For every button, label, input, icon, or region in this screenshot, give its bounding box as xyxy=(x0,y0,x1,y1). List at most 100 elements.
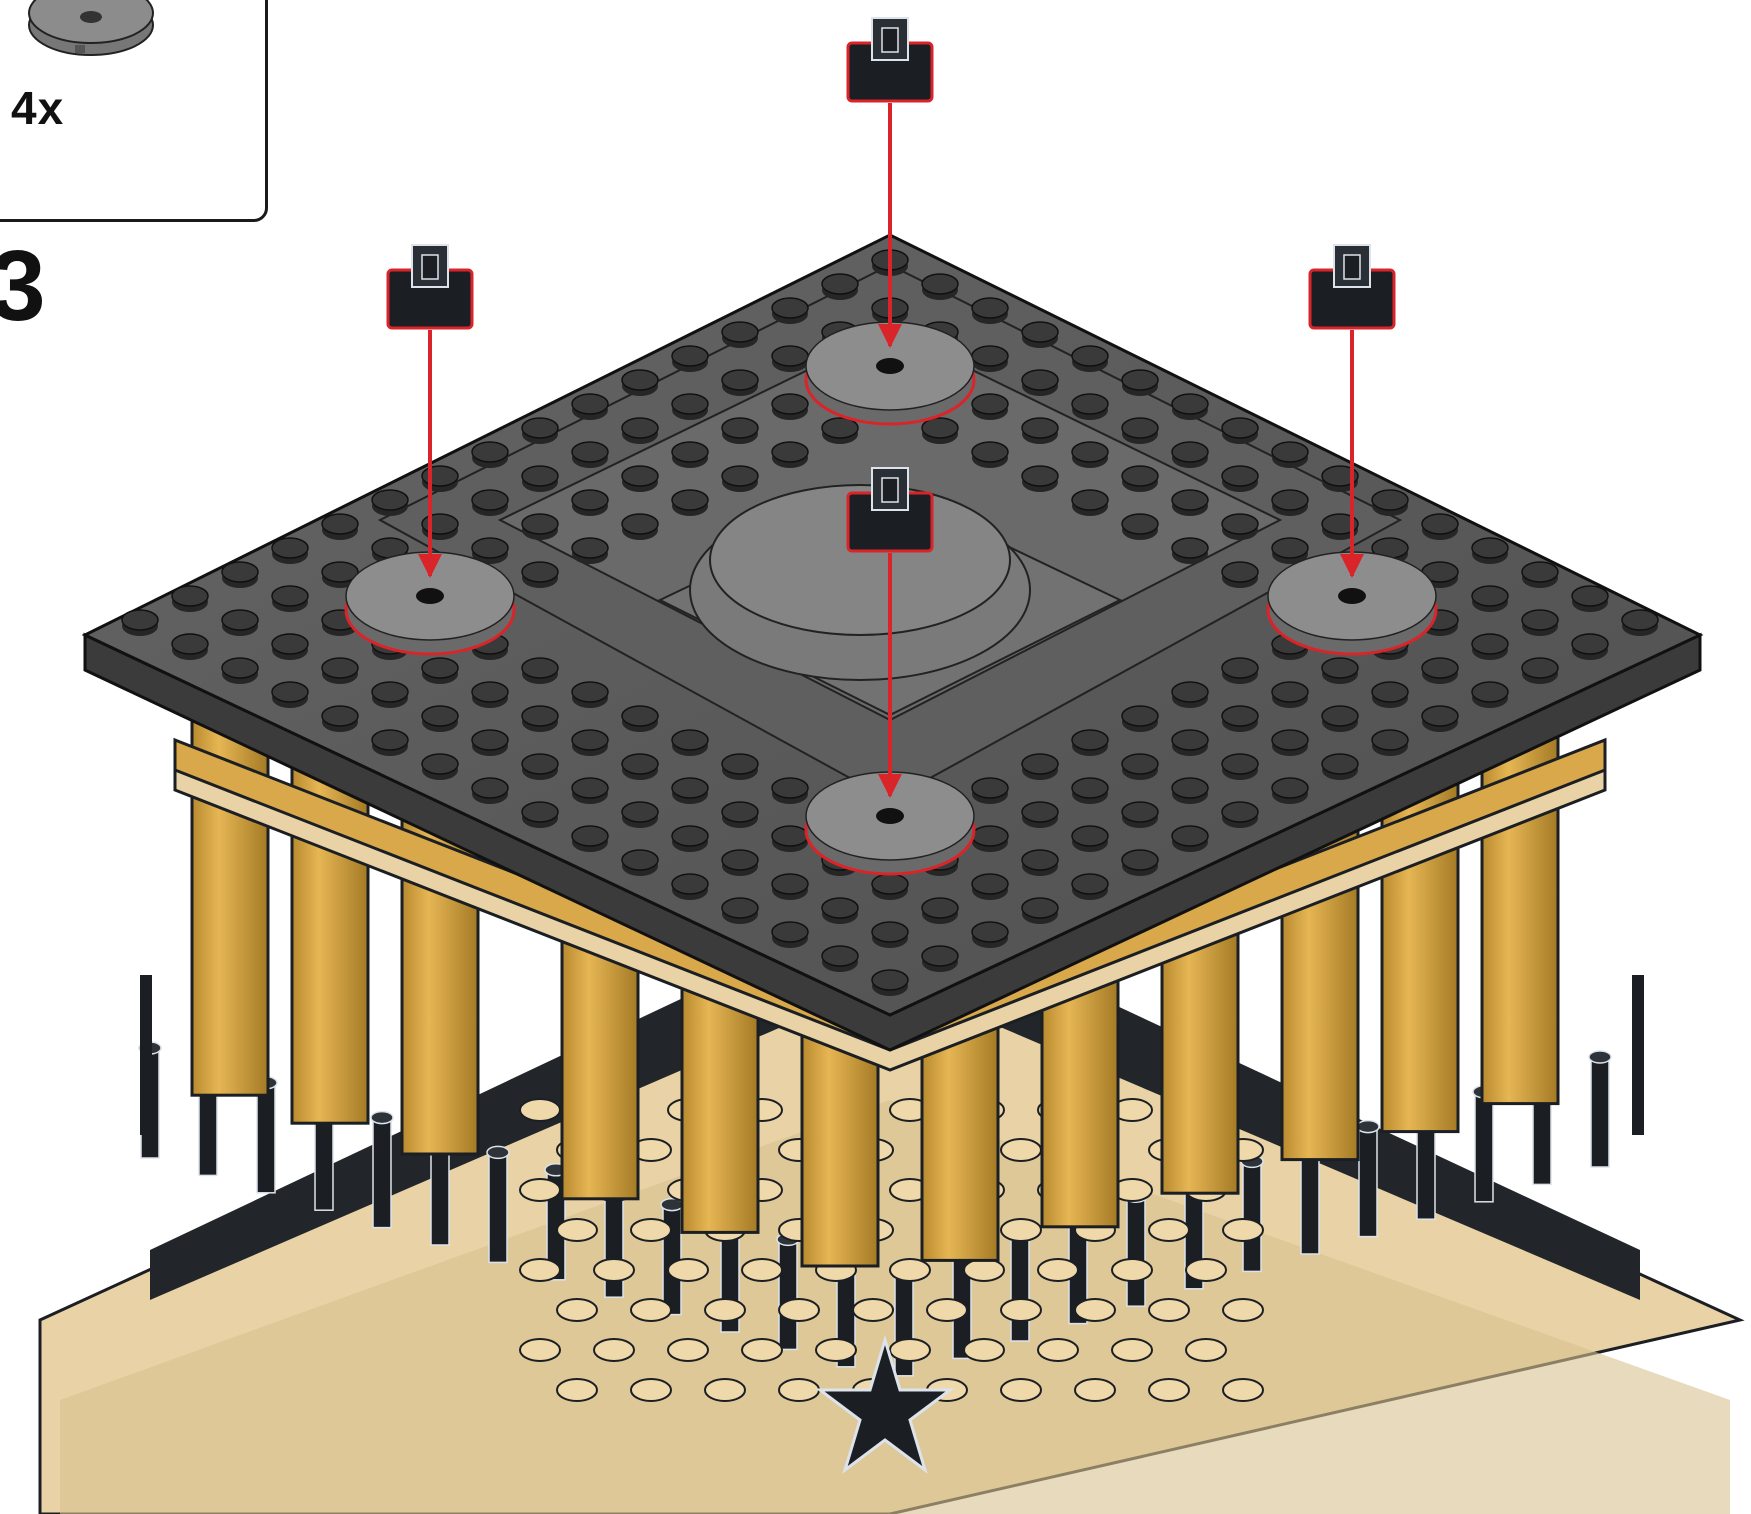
tan-stud xyxy=(631,1299,671,1321)
tan-stud xyxy=(890,1339,930,1361)
tan-stud xyxy=(927,1299,967,1321)
stud xyxy=(1422,706,1458,732)
tan-stud xyxy=(1223,1379,1263,1401)
stud xyxy=(172,634,208,660)
stud xyxy=(772,778,808,804)
fence-post xyxy=(777,1233,799,1349)
tan-stud xyxy=(1001,1299,1041,1321)
tan-stud xyxy=(557,1299,597,1321)
tan-stud xyxy=(816,1339,856,1361)
stud xyxy=(372,730,408,756)
stud xyxy=(522,706,558,732)
stud xyxy=(772,442,808,468)
stud xyxy=(822,898,858,924)
fence-post xyxy=(1357,1121,1379,1237)
tan-stud xyxy=(1186,1339,1226,1361)
tan-stud xyxy=(742,1259,782,1281)
stud xyxy=(122,610,158,636)
stud xyxy=(1272,778,1308,804)
stud xyxy=(222,658,258,684)
stud xyxy=(672,394,708,420)
stud xyxy=(772,826,808,852)
stud xyxy=(1472,682,1508,708)
stud xyxy=(772,298,808,324)
stud xyxy=(672,778,708,804)
stud xyxy=(1022,370,1058,396)
stud xyxy=(622,802,658,828)
stud xyxy=(722,418,758,444)
stud xyxy=(1222,466,1258,492)
stud xyxy=(672,826,708,852)
fence-post xyxy=(1125,1190,1147,1306)
tan-stud xyxy=(668,1259,708,1281)
tan-stud xyxy=(964,1259,1004,1281)
stud xyxy=(272,538,308,564)
stud xyxy=(1572,586,1608,612)
tan-stud xyxy=(779,1299,819,1321)
tan-stud xyxy=(520,1179,560,1201)
stud xyxy=(1272,442,1308,468)
tan-stud xyxy=(1075,1379,1115,1401)
tan-stud xyxy=(557,1379,597,1401)
fence-post xyxy=(1589,1051,1611,1167)
stud xyxy=(1172,394,1208,420)
stud xyxy=(722,850,758,876)
stud xyxy=(1372,730,1408,756)
stud xyxy=(722,466,758,492)
stud xyxy=(222,562,258,588)
stud xyxy=(522,802,558,828)
stud xyxy=(572,394,608,420)
stud xyxy=(1222,562,1258,588)
stud xyxy=(1222,418,1258,444)
stud xyxy=(1022,850,1058,876)
stud xyxy=(1022,802,1058,828)
tan-stud xyxy=(1001,1139,1041,1161)
stud xyxy=(1072,394,1108,420)
tan-stud xyxy=(1001,1219,1041,1241)
stud xyxy=(1122,370,1158,396)
stud xyxy=(722,370,758,396)
stud xyxy=(1122,706,1158,732)
stud xyxy=(1172,778,1208,804)
stud xyxy=(372,490,408,516)
stud xyxy=(722,322,758,348)
tan-stud xyxy=(668,1339,708,1361)
stud xyxy=(1472,634,1508,660)
stud xyxy=(822,418,858,444)
stud xyxy=(1272,682,1308,708)
stud xyxy=(672,874,708,900)
stud xyxy=(472,442,508,468)
stud xyxy=(1272,730,1308,756)
stud xyxy=(1122,802,1158,828)
tan-stud xyxy=(594,1339,634,1361)
stud xyxy=(1072,826,1108,852)
stud xyxy=(822,946,858,972)
tan-stud xyxy=(705,1299,745,1321)
stud xyxy=(1072,442,1108,468)
tan-stud xyxy=(557,1219,597,1241)
stud xyxy=(1022,898,1058,924)
tan-stud xyxy=(1149,1219,1189,1241)
stud xyxy=(572,730,608,756)
stud xyxy=(1522,562,1558,588)
stud xyxy=(672,346,708,372)
tan-stud xyxy=(631,1379,671,1401)
tan-stud xyxy=(1038,1259,1078,1281)
fence-post xyxy=(1009,1225,1031,1341)
stud xyxy=(322,658,358,684)
stud xyxy=(1222,658,1258,684)
stud xyxy=(572,682,608,708)
tan-stud xyxy=(1038,1339,1078,1361)
tan-stud xyxy=(1001,1379,1041,1401)
stud xyxy=(272,586,308,612)
stud xyxy=(972,778,1008,804)
stud xyxy=(472,490,508,516)
tan-stud xyxy=(1149,1379,1189,1401)
stud xyxy=(572,778,608,804)
tan-stud xyxy=(520,1259,560,1281)
stud xyxy=(672,442,708,468)
stud xyxy=(1222,706,1258,732)
stud xyxy=(1022,418,1058,444)
tan-stud xyxy=(964,1339,1004,1361)
